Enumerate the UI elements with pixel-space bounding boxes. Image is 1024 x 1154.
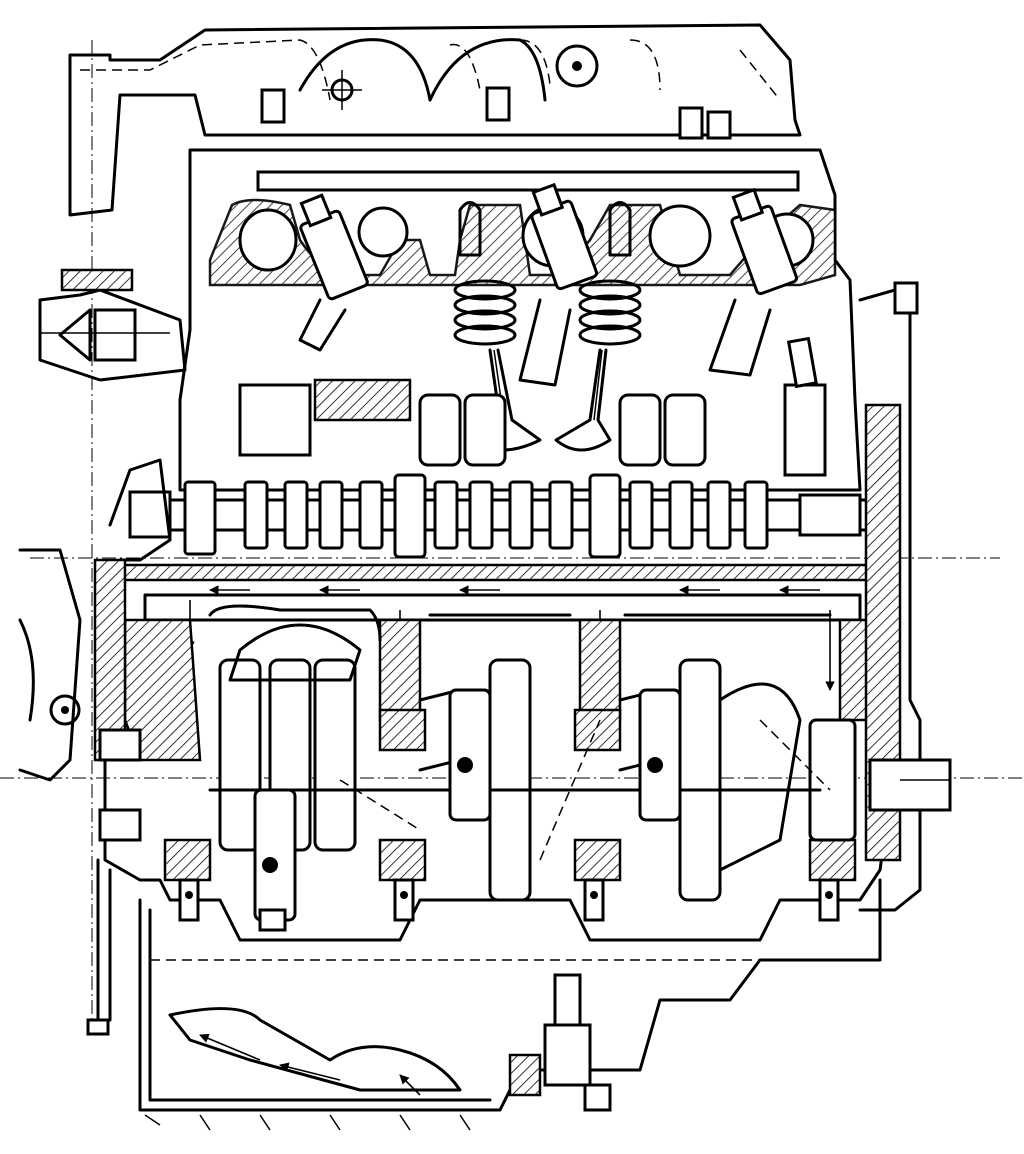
- camshaft: [128, 473, 872, 559]
- rear-timing-housing: [858, 281, 952, 912]
- valve-spring-right: [578, 279, 642, 346]
- thermostat-housing: [38, 268, 187, 382]
- oil-pan: [138, 878, 882, 1131]
- tappet-row: [238, 336, 827, 477]
- fuel-injectors: [298, 182, 799, 387]
- dipstick-tube: [86, 858, 112, 1036]
- connecting-rods: [253, 688, 682, 932]
- intake-manifold: [68, 23, 802, 217]
- rocker-shaft: [256, 170, 800, 192]
- main-bearing-bolts: [178, 878, 840, 922]
- crankcase: [103, 558, 897, 942]
- crankshaft: [163, 623, 857, 902]
- valve-spring-left: [453, 279, 517, 346]
- front-timing-cover: [18, 458, 172, 842]
